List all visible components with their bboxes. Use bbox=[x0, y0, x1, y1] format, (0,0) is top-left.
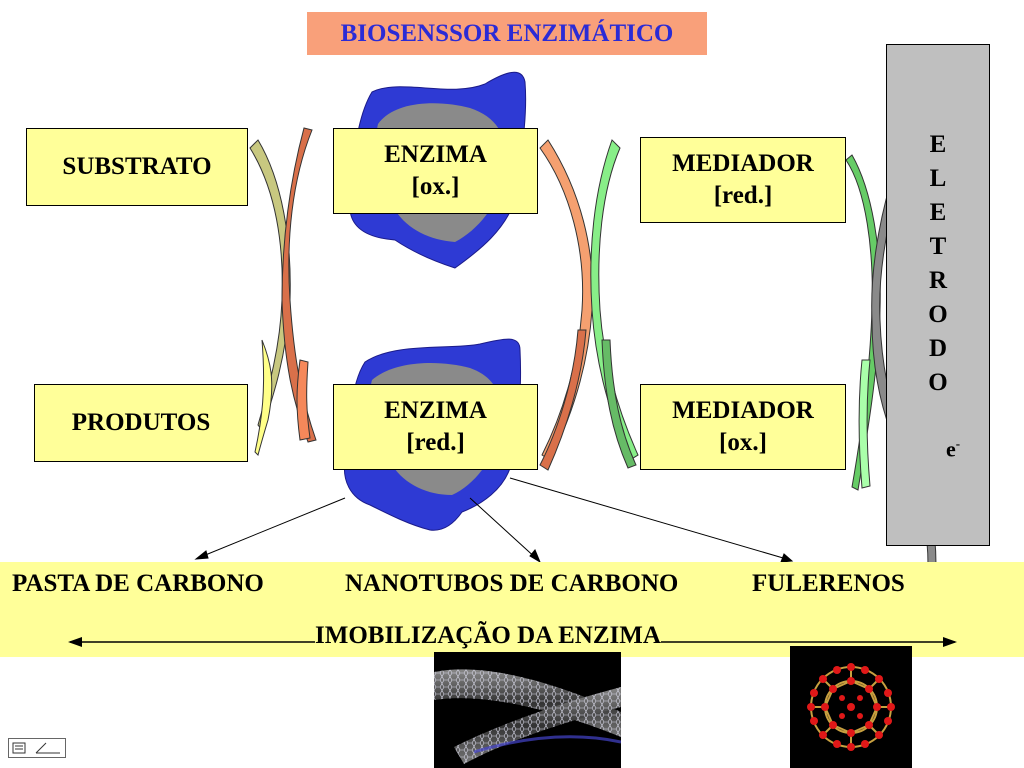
electron-symbol: e bbox=[946, 436, 956, 462]
electrode-letter: D bbox=[928, 335, 948, 362]
products-box: PRODUTOS bbox=[34, 384, 248, 462]
substrate-label: SUBSTRATO bbox=[62, 152, 212, 180]
electrode-letter: O bbox=[928, 369, 948, 396]
enzyme-oxidized-box: ENZIMA [ox.] bbox=[333, 128, 538, 214]
electrode-bar bbox=[886, 44, 990, 546]
enzyme-oxidized-state: [ox.] bbox=[411, 173, 460, 200]
method-carbon-nanotubes: NANOTUBOS DE CARBONO bbox=[345, 570, 679, 597]
nanotube-image bbox=[434, 652, 621, 768]
substrate-box: SUBSTRATO bbox=[26, 128, 248, 206]
arrows-substrate-enzyme bbox=[249, 127, 317, 456]
mediator-reduced-name: MEDIADOR bbox=[672, 149, 814, 177]
electrode-letter: E bbox=[929, 131, 947, 158]
immobilization-pointers bbox=[194, 477, 794, 564]
electrode-letter: R bbox=[928, 267, 948, 294]
fullerene-image bbox=[790, 646, 912, 768]
mediator-reduced-state: [red.] bbox=[713, 182, 773, 209]
products-label: PRODUTOS bbox=[71, 408, 211, 436]
electron-label: e- bbox=[946, 436, 960, 462]
mediator-oxidized-state: [ox.] bbox=[719, 429, 767, 456]
enzyme-reduced-name: ENZIMA bbox=[384, 396, 487, 424]
diagram-title: BIOSENSSOR ENZIMÁTICO bbox=[307, 12, 707, 55]
method-carbon-paste: PASTA DE CARBONO bbox=[12, 570, 264, 597]
method-fullerenes: FULERENOS bbox=[752, 570, 905, 597]
arrows-enzyme-mediator bbox=[539, 139, 639, 471]
mediator-oxidized-name: MEDIADOR bbox=[672, 396, 814, 424]
enzyme-reduced-state: [red.] bbox=[406, 429, 465, 456]
mediator-oxidized-box: MEDIADOR [ox.] bbox=[640, 384, 846, 470]
slide-navigation-icon[interactable] bbox=[8, 738, 66, 758]
enzyme-oxidized-name: ENZIMA bbox=[384, 140, 487, 168]
mediator-reduced-box: MEDIADOR [red.] bbox=[640, 137, 846, 223]
electrode-letter: O bbox=[928, 301, 948, 328]
electrode-letter: L bbox=[929, 165, 947, 192]
enzyme-reduced-box: ENZIMA [red.] bbox=[333, 384, 538, 470]
electrode-letter: E bbox=[929, 199, 947, 226]
immobilization-label: IMOBILIZAÇÃO DA ENZIMA bbox=[315, 622, 661, 650]
navigation-arrow-icon bbox=[12, 742, 60, 754]
electrode-label: E L E T R O D O bbox=[918, 128, 958, 400]
immobilization-band: PASTA DE CARBONO NANOTUBOS DE CARBONO FU… bbox=[0, 562, 1024, 657]
electron-charge: - bbox=[955, 436, 961, 451]
electrode-letter: T bbox=[929, 233, 947, 260]
